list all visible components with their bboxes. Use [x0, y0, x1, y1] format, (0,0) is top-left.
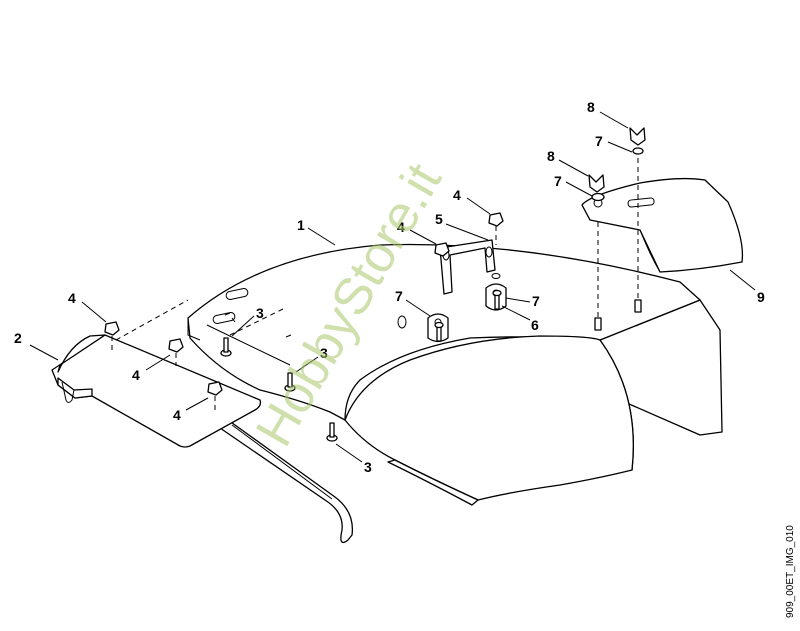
wing-nut-lower	[588, 174, 605, 202]
shield-fasteners	[397, 212, 504, 342]
label-part-3c: 3	[364, 459, 372, 475]
support-rod	[219, 419, 354, 544]
label-part-1: 1	[297, 217, 305, 233]
label-part-4d: 4	[397, 219, 405, 235]
label-part-9: 9	[757, 289, 765, 305]
label-part-7d: 7	[554, 173, 562, 189]
label-part-3b: 3	[320, 345, 328, 361]
label-part-7b: 7	[532, 293, 540, 309]
mounting-plate	[51, 334, 262, 448]
wing-nut-upper	[629, 127, 646, 155]
label-part-3a: 3	[256, 305, 264, 321]
flap-studs	[594, 158, 642, 331]
label-part-5: 5	[435, 211, 443, 227]
flap	[581, 177, 744, 273]
label-part-4e: 4	[453, 187, 461, 203]
plate-fasteners	[104, 299, 338, 442]
deflector-shield	[187, 243, 723, 506]
label-part-4c: 4	[173, 407, 181, 423]
leader-lines	[29, 111, 756, 463]
label-part-6: 6	[531, 317, 539, 333]
label-part-7a: 7	[395, 288, 403, 304]
label-part-8a: 8	[587, 99, 595, 115]
drawing-code: 909_00ET_IMG_010	[785, 525, 796, 618]
label-part-4a: 4	[68, 290, 76, 306]
label-part-2: 2	[14, 330, 22, 346]
label-part-4b: 4	[132, 367, 140, 383]
part-labels: 1 2 3 3 3 4 4 4 4 4 5 6 7 7 7 7 8 8 9	[14, 99, 765, 475]
label-part-8b: 8	[547, 148, 555, 164]
label-part-7c: 7	[595, 133, 603, 149]
